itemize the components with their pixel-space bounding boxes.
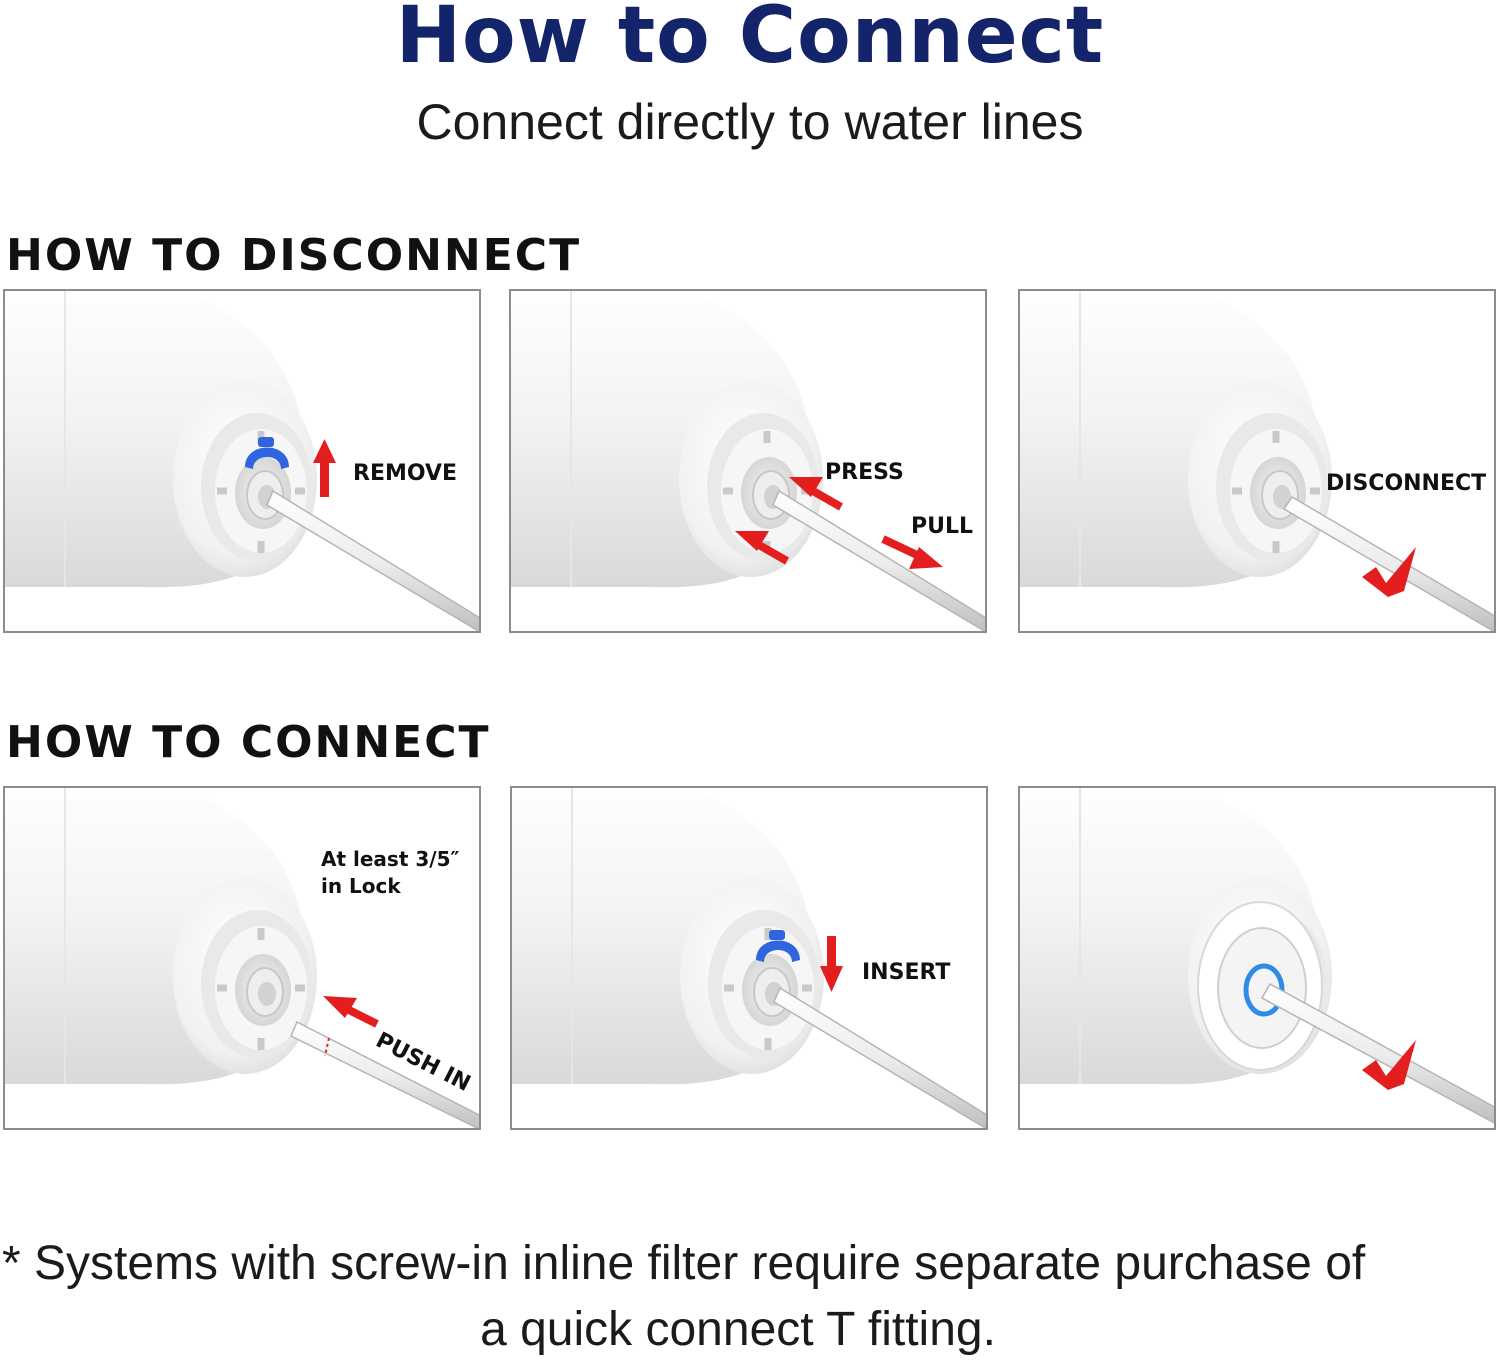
step-label-disconnect: DISCONNECT: [1326, 471, 1487, 496]
step-label-insert: INSERT: [862, 960, 951, 985]
tube-detached: [290, 1020, 479, 1128]
connect-step-done: [1018, 786, 1496, 1130]
step-label-in-lock: in Lock: [321, 874, 401, 898]
step-label-pull: PULL: [911, 514, 974, 539]
arrow-left-icon: [323, 996, 379, 1028]
disconnect-step-press-pull: PRESS PULL: [509, 289, 987, 633]
connect-step-push-in: At least 3/5″ in Lock PUSH IN: [3, 786, 481, 1130]
arrow-press-lower-icon: [735, 531, 789, 565]
step-label-at-least: At least 3/5″: [321, 847, 460, 871]
clip-icon: [756, 930, 800, 962]
section-heading-connect: HOW TO CONNECT: [6, 717, 491, 768]
disconnect-step-done: DISCONNECT: [1018, 289, 1496, 633]
disconnect-step-remove: REMOVE: [3, 289, 481, 633]
footnote-line-2: a quick connect T fitting.: [480, 1303, 996, 1356]
filter-illustration: [512, 788, 986, 1128]
filter-illustration: [1020, 291, 1494, 631]
arrow-press-upper-icon: [789, 477, 843, 511]
arrow-pull-icon: [881, 535, 943, 569]
footnote-line-1: * Systems with screw-in inline filter re…: [2, 1237, 1366, 1290]
filter-illustration: [5, 291, 479, 631]
page-subtitle: Connect directly to water lines: [416, 94, 1084, 150]
checkmark-icon: [1362, 1040, 1416, 1090]
step-label-press: PRESS: [825, 460, 904, 485]
step-label-remove: REMOVE: [353, 461, 458, 486]
arrow-down-icon: [820, 936, 843, 992]
arrow-up-icon: [313, 439, 336, 497]
checkmark-icon: [1362, 547, 1416, 597]
filter-illustration: [5, 788, 479, 1128]
section-heading-disconnect: HOW TO DISCONNECT: [6, 230, 582, 281]
connect-step-insert: INSERT: [510, 786, 988, 1130]
filter-illustration: [1020, 788, 1494, 1124]
filter-illustration: [511, 291, 985, 631]
page-title: How to Connect: [395, 0, 1105, 81]
clip-icon: [245, 437, 289, 469]
